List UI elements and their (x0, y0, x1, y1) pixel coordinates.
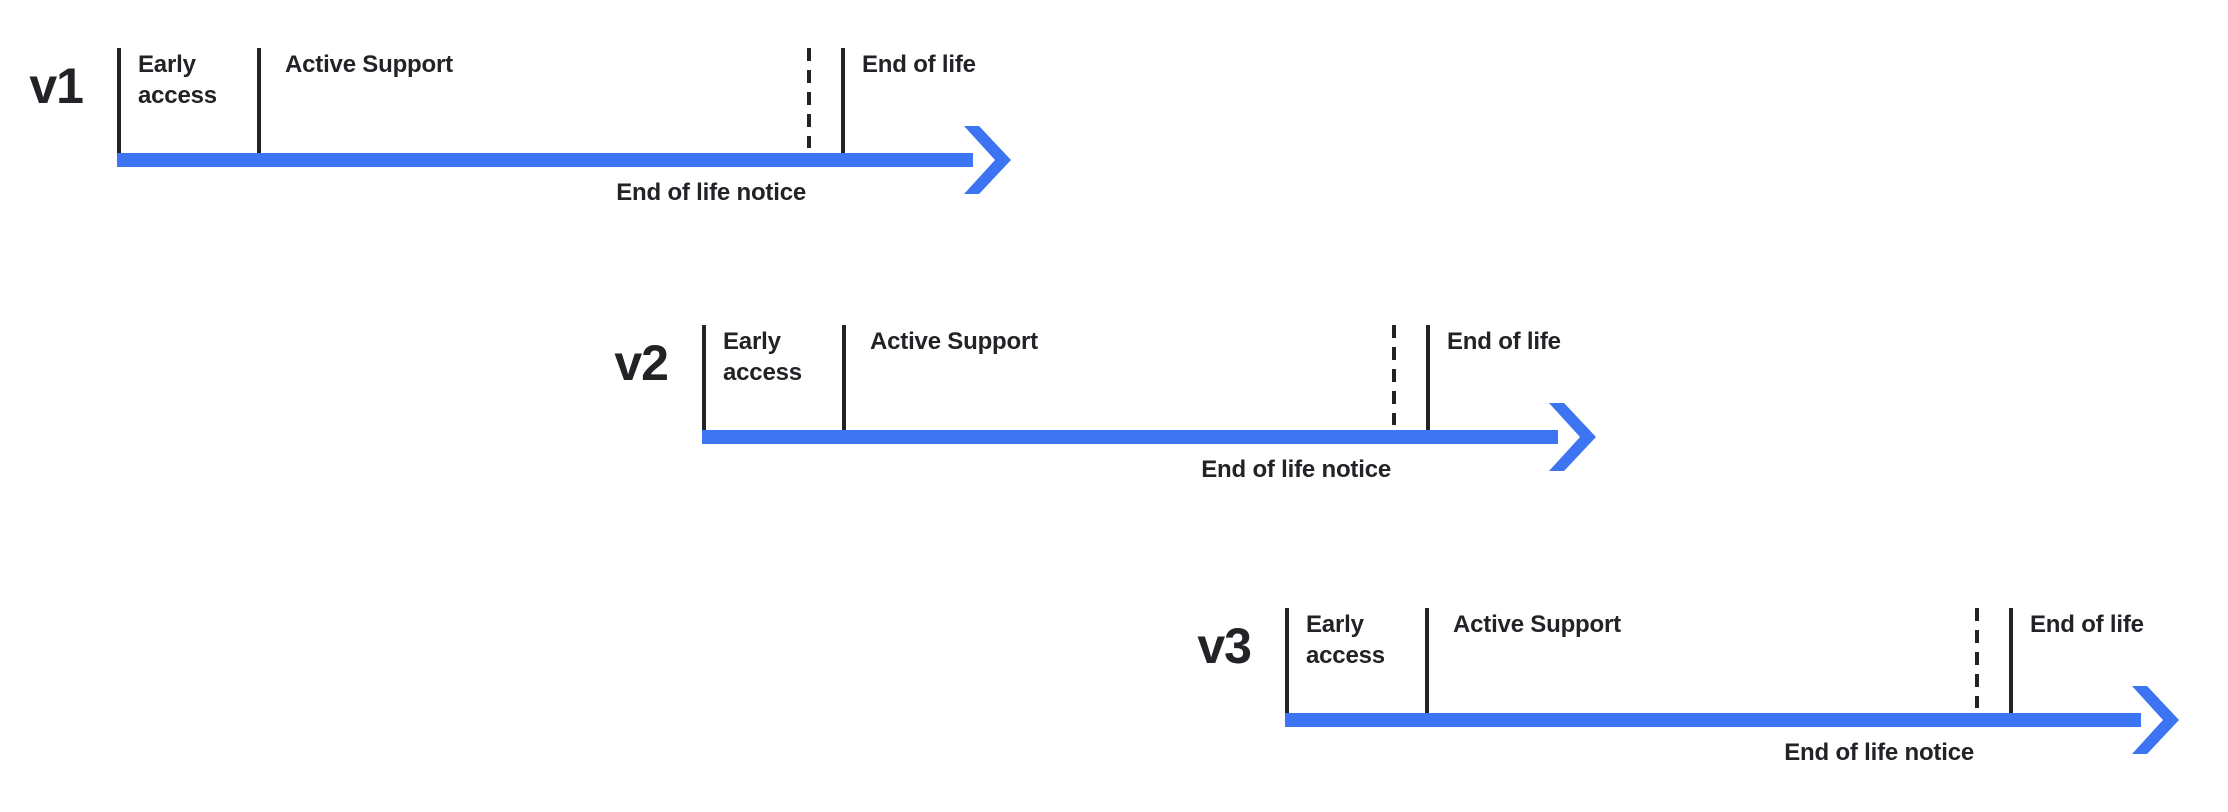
end-of-life-label: End of life (862, 51, 976, 78)
end-of-life-notice-label: End of life notice (1784, 739, 1974, 766)
early-access-label: Early access (723, 328, 802, 386)
version-label: v2 (614, 335, 669, 391)
active-support-label: Active Support (285, 51, 453, 78)
end-of-life-tick (2009, 608, 2013, 713)
end-of-life-tick (841, 48, 845, 153)
timeline-arrow-bar (1285, 713, 2141, 727)
end-of-life-notice-dashed-line (807, 48, 811, 148)
timeline-row-v3: v3 Early access Active Support End of li… (1197, 608, 2185, 778)
active-support-label: Active Support (1453, 611, 1621, 638)
early-access-label: Early access (1306, 611, 1385, 669)
active-support-start-tick (1425, 608, 1429, 713)
early-access-label: Early access (138, 51, 217, 109)
timeline-arrow-bar (702, 430, 1558, 444)
timeline-row-v2: v2 Early access Active Support End of li… (614, 325, 1602, 495)
timeline-arrow-bar (117, 153, 973, 167)
timeline-row-v1: v1 Early access Active Support End of li… (29, 48, 1017, 218)
active-support-start-tick (842, 325, 846, 430)
end-of-life-label: End of life (1447, 328, 1561, 355)
end-of-life-notice-dashed-line (1975, 608, 1979, 708)
active-support-start-tick (257, 48, 261, 153)
active-support-label: Active Support (870, 328, 1038, 355)
end-of-life-tick (1426, 325, 1430, 430)
early-access-start-tick (702, 325, 706, 430)
version-label: v3 (1197, 618, 1252, 674)
end-of-life-notice-label: End of life notice (616, 179, 806, 206)
version-label: v1 (29, 58, 84, 114)
end-of-life-label: End of life (2030, 611, 2144, 638)
early-access-start-tick (1285, 608, 1289, 713)
end-of-life-notice-dashed-line (1392, 325, 1396, 425)
early-access-start-tick (117, 48, 121, 153)
end-of-life-notice-label: End of life notice (1201, 456, 1391, 483)
